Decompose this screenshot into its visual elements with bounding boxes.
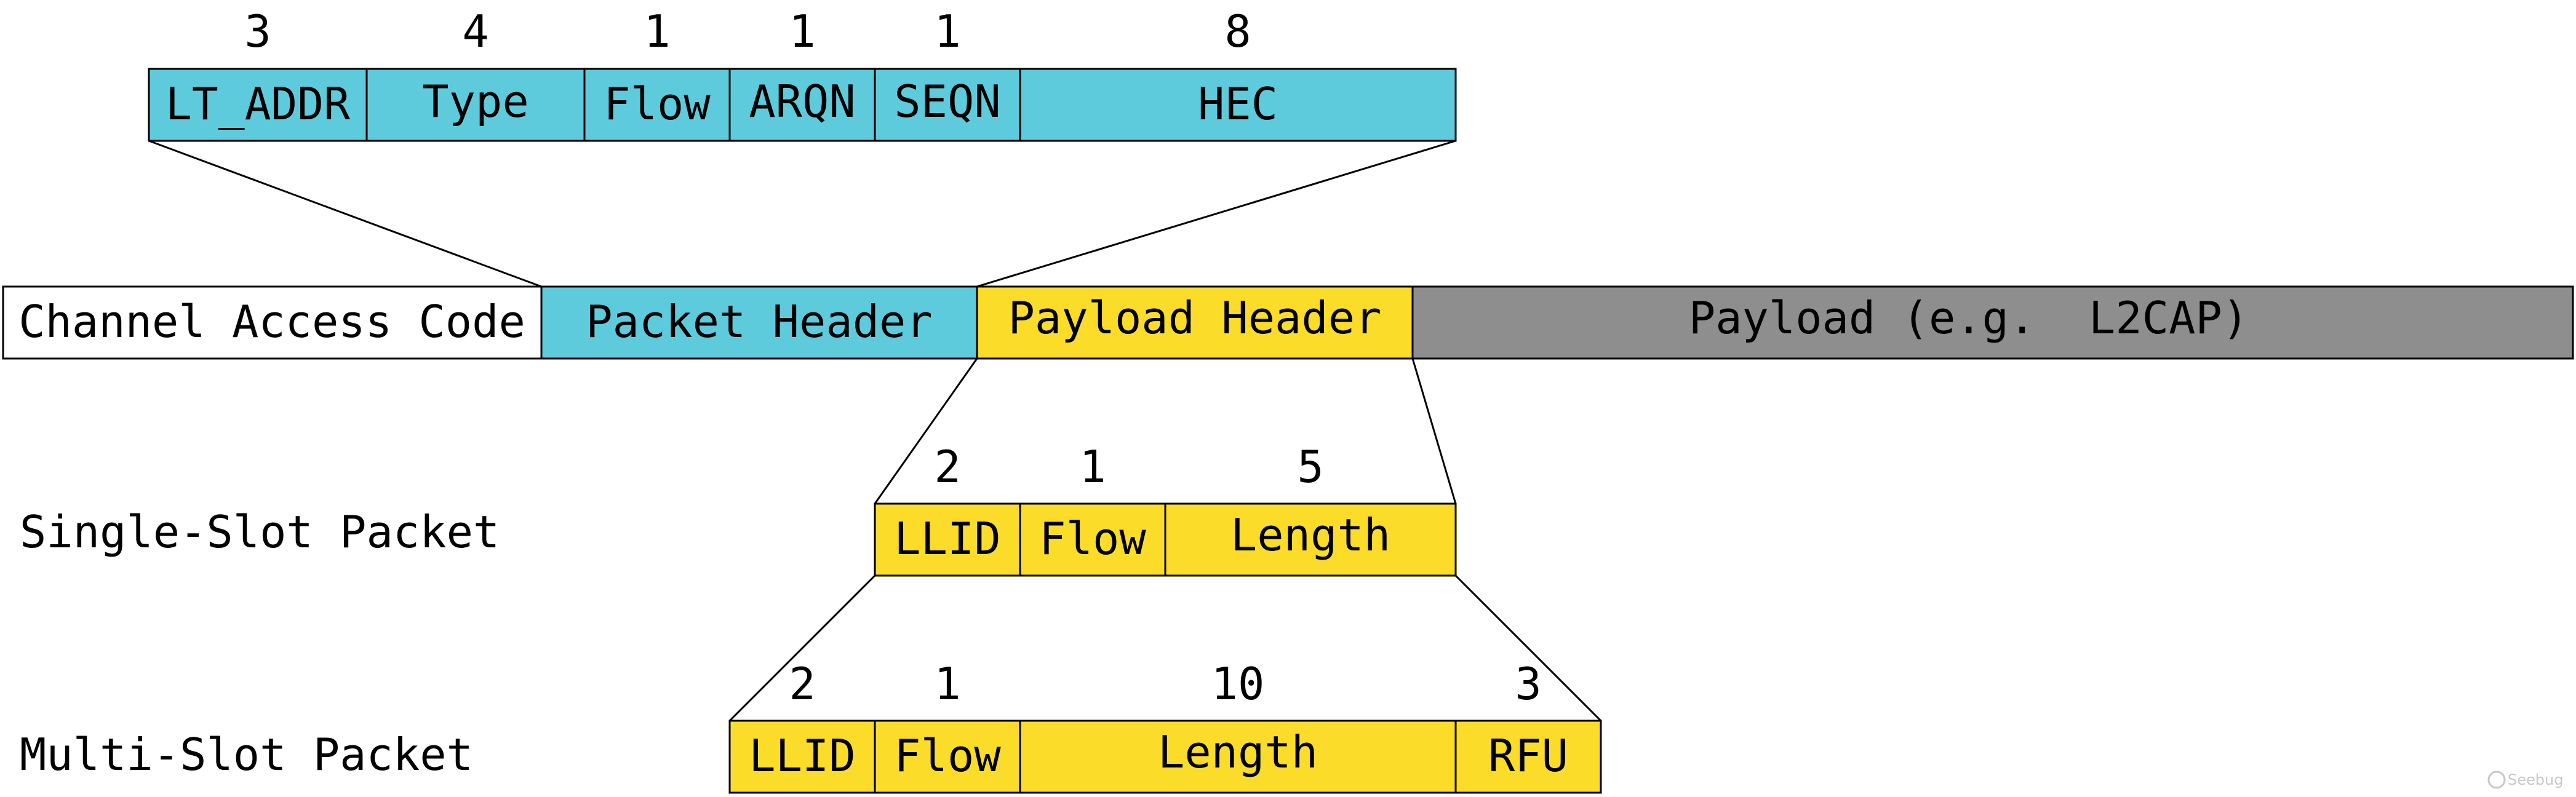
multi-slot-title: Multi-Slot Packet	[20, 729, 473, 780]
field-box-flow	[583, 68, 731, 142]
field-label-lt-addr: LT_ADDR	[165, 78, 351, 130]
field-box-llid	[728, 720, 876, 794]
bit-count-seqn: 1	[934, 6, 960, 57]
field-label-llid: LLID	[749, 730, 855, 782]
packet-header-breakdown: 3 4 1 1 1 8 LT_ADDR Type Flow ARQN SEQN …	[148, 6, 1457, 142]
segment-packet-header	[540, 285, 978, 360]
connector-line	[976, 140, 1456, 288]
bit-count-length: 10	[1211, 658, 1265, 710]
bit-count-flow: 1	[934, 658, 960, 710]
bit-count-type: 4	[462, 6, 488, 57]
connector-line	[874, 358, 978, 504]
packet-row: Channel Access Code Packet Header Payloa…	[2, 285, 2574, 360]
bit-count-llid: 2	[934, 441, 960, 493]
field-box-type	[365, 68, 586, 142]
connector-line	[148, 140, 542, 288]
field-label-type: Type	[422, 76, 528, 127]
multi-slot-breakdown: Multi-Slot Packet 2 1 10 3 LLID Flow Len…	[20, 658, 1602, 794]
bit-count-hec: 8	[1224, 6, 1251, 57]
field-label-seqn: SEQN	[894, 76, 1000, 127]
field-label-hec: HEC	[1198, 78, 1278, 130]
segment-label-payload: Payload (e.g. L2CAP)	[1689, 292, 2249, 344]
field-label-rfu: RFU	[1488, 730, 1568, 782]
bit-count-flow: 1	[1079, 441, 1106, 493]
connector-line	[1454, 574, 1602, 722]
field-label-length: Length	[1230, 509, 1390, 561]
field-box-lt-addr	[148, 68, 368, 142]
watermark-icon	[2487, 771, 2506, 789]
bit-count-flow: 1	[644, 6, 670, 57]
field-box-rfu	[1454, 720, 1602, 794]
watermark: Seebug	[2487, 771, 2563, 789]
watermark-text: Seebug	[2508, 771, 2563, 788]
field-box-flow	[874, 720, 1021, 794]
segment-label-channel-access-code: Channel Access Code	[18, 296, 525, 347]
bit-count-length: 5	[1297, 441, 1323, 493]
field-box-length	[1164, 502, 1457, 577]
field-box-length	[1019, 720, 1457, 794]
field-label-flow: Flow	[894, 730, 1001, 782]
segment-label-payload-header: Payload Header	[1008, 292, 1382, 344]
bit-count-llid: 2	[789, 658, 815, 710]
bit-count-arqn: 1	[789, 6, 815, 57]
field-label-flow: Flow	[604, 78, 711, 130]
segment-label-packet-header: Packet Header	[586, 296, 933, 347]
connector-line	[728, 574, 876, 722]
single-slot-title: Single-Slot Packet	[20, 506, 500, 558]
connector-line	[1411, 358, 1457, 504]
field-label-arqn: ARQN	[749, 76, 855, 127]
segment-payload-header	[976, 285, 1414, 360]
field-box-seqn	[874, 68, 1021, 142]
field-label-flow: Flow	[1039, 513, 1146, 565]
single-slot-breakdown: Single-Slot Packet 2 1 5 LLID Flow Lengt…	[20, 441, 1457, 577]
field-label-llid: LLID	[894, 513, 1000, 565]
bit-count-lt-addr: 3	[244, 6, 271, 57]
bit-count-rfu: 3	[1515, 658, 1541, 710]
field-box-flow	[1019, 502, 1166, 577]
segment-channel-access-code	[2, 285, 543, 360]
field-label-length: Length	[1158, 726, 1318, 778]
field-box-hec	[1019, 68, 1457, 142]
segment-payload	[1411, 285, 2574, 360]
